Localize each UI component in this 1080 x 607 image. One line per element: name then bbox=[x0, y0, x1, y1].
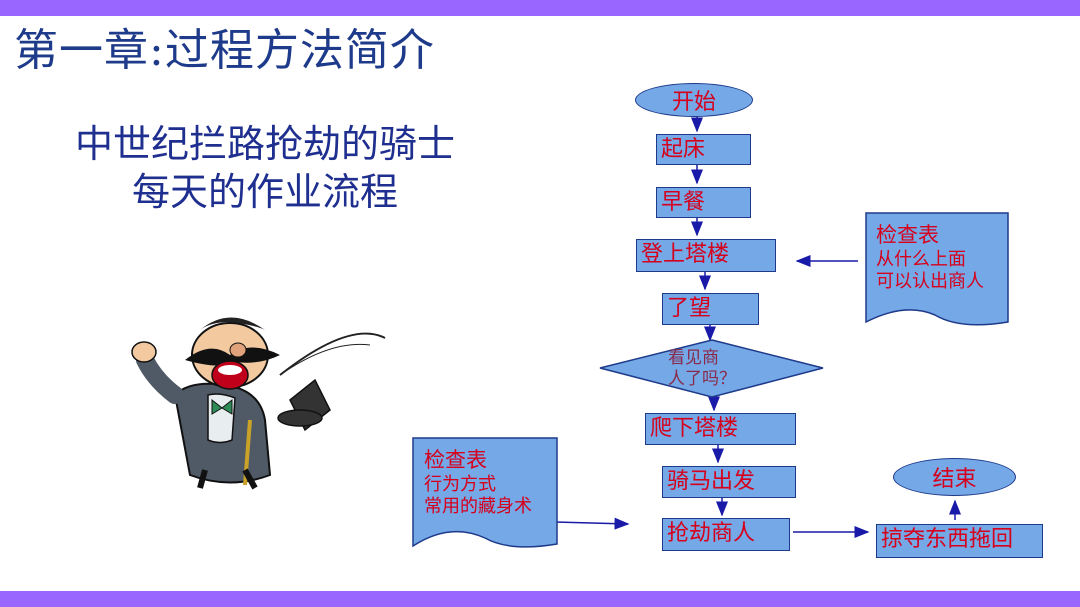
subtitle-line-2: 每天的作业流程 bbox=[131, 170, 398, 214]
node-watch: 了望 bbox=[662, 293, 759, 325]
checklist-tower-heading: 检查表 bbox=[876, 223, 939, 247]
node-rob-merchant: 抢劫商人 bbox=[662, 518, 790, 551]
slide-subtitle: 中世纪拦路抢劫的骑士 每天的作业流程 bbox=[40, 120, 490, 216]
knight-illustration bbox=[131, 317, 386, 490]
slide-title: 第一章:过程方法简介 bbox=[14, 25, 435, 76]
checklist-tower-text: 检查表 从什么上面 可以认出商人 bbox=[876, 221, 984, 293]
node-ride-out: 骑马出发 bbox=[662, 466, 796, 498]
decision-line-1: 看见商 bbox=[668, 348, 719, 368]
checklist-robbery-line-2: 常用的藏身术 bbox=[424, 496, 532, 517]
node-end: 结束 bbox=[893, 458, 1016, 496]
node-descend-tower: 爬下塔楼 bbox=[645, 413, 796, 445]
node-breakfast: 早餐 bbox=[656, 187, 751, 218]
arrow-checklist-to-rob bbox=[554, 517, 630, 530]
checklist-tower-line-2: 可以认出商人 bbox=[876, 271, 984, 292]
checklist-doc-robbery bbox=[412, 437, 558, 548]
checklist-tower-line-1: 从什么上面 bbox=[876, 249, 966, 270]
top-accent-bar bbox=[0, 0, 1080, 16]
decision-text: 看见商 人了吗？ bbox=[668, 348, 736, 390]
decision-line-2: 人了吗？ bbox=[668, 369, 736, 389]
checklist-robbery-text: 检查表 行为方式 常用的藏身术 bbox=[424, 446, 532, 518]
node-haul-back: 掠夺东西拖回 bbox=[876, 524, 1043, 558]
node-wake: 起床 bbox=[656, 134, 751, 165]
subtitle-line-1: 中世纪拦路抢劫的骑士 bbox=[74, 122, 455, 166]
decision-diamond bbox=[599, 339, 824, 398]
node-climb-tower: 登上塔楼 bbox=[636, 239, 776, 272]
node-start: 开始 bbox=[635, 83, 753, 117]
bottom-accent-bar bbox=[0, 591, 1080, 607]
checklist-doc-tower bbox=[865, 212, 1009, 326]
checklist-robbery-line-1: 行为方式 bbox=[424, 474, 496, 495]
checklist-robbery-heading: 检查表 bbox=[424, 448, 487, 472]
